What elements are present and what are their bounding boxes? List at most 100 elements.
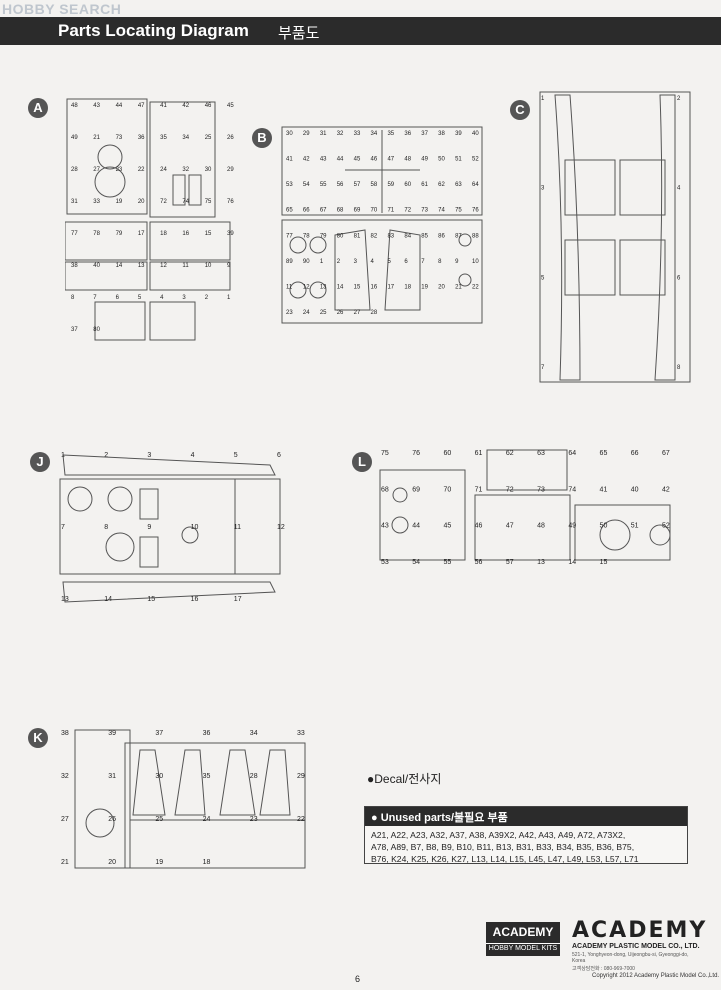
part-number-label: 68 <box>381 486 389 493</box>
part-number-label: 40 <box>631 486 639 493</box>
part-number-label: 73 <box>421 208 428 214</box>
part-number-label: 4 <box>160 295 164 301</box>
part-number-label: 60 <box>404 182 411 188</box>
part-number-label: 41 <box>600 486 608 493</box>
part-number-label: 16 <box>182 231 189 237</box>
part-number-label: 35 <box>160 135 167 141</box>
part-number-label: 23 <box>116 167 123 173</box>
part-number-label: 17 <box>138 231 145 237</box>
part-number-label: 72 <box>160 199 167 205</box>
academy-company-logo: ACADEMY ACADEMY PLASTIC MODEL CO., LTD. … <box>572 918 708 972</box>
part-number-label: 66 <box>303 208 310 214</box>
part-number-label: 40 <box>472 131 479 137</box>
part-number-label: 34 <box>250 730 258 737</box>
unused-line: A21, A22, A23, A32, A37, A38, A39X2, A42… <box>371 830 626 840</box>
part-number-label: 1 <box>227 295 231 301</box>
part-number-label: 49 <box>71 135 78 141</box>
part-number-label: 11 <box>286 284 293 290</box>
part-number-label: 13 <box>320 284 327 290</box>
part-number-label: 26 <box>108 816 116 823</box>
part-number-label: 47 <box>138 103 145 109</box>
part-number-label: 36 <box>138 135 145 141</box>
part-number-label: 39 <box>108 730 116 737</box>
part-number-label: 67 <box>662 450 670 457</box>
part-number-label: 27 <box>61 816 69 823</box>
page-title-kr: 부품도 <box>278 25 320 42</box>
part-number-label: 26 <box>337 310 344 316</box>
part-number-label: 7 <box>421 259 425 265</box>
part-number-label: 35 <box>387 131 394 137</box>
part-number-label: 38 <box>438 131 445 137</box>
copyright: Copyright 2012 Academy Plastic Model Co.… <box>592 973 720 979</box>
part-number-label: 33 <box>93 199 100 205</box>
part-number-label: 3 <box>182 295 186 301</box>
part-number-label: 90 <box>303 259 310 265</box>
part-number-label: 74 <box>182 199 189 205</box>
part-number-label: 49 <box>421 157 428 163</box>
part-number-label: 25 <box>205 135 212 141</box>
part-number-label: 63 <box>455 182 462 188</box>
part-number-label: 85 <box>421 233 428 239</box>
part-number-label: 1 <box>61 452 65 459</box>
part-number-label: 21 <box>61 859 69 866</box>
part-number-label: 76 <box>472 208 479 214</box>
part-number-label: 62 <box>506 450 514 457</box>
part-number-label: 75 <box>455 208 462 214</box>
part-number-label: 72 <box>506 486 514 493</box>
sprue-badge-c: C <box>510 100 530 120</box>
part-number-label: 32 <box>337 131 344 137</box>
part-number-label: 39 <box>227 231 234 237</box>
logo-right-addr: 521-1, Yonghyeon-dong, Uijeongbu-si, Gye… <box>572 952 689 964</box>
logo-right-top: ACADEMY <box>572 918 708 943</box>
part-number-label: 46 <box>205 103 212 109</box>
part-number-label: 3 <box>541 186 545 192</box>
part-number-label: 41 <box>160 103 167 109</box>
part-number-label: 17 <box>387 284 394 290</box>
part-number-label: 20 <box>108 859 116 866</box>
part-number-label: 2 <box>205 295 209 301</box>
part-number-label: 8 <box>438 259 442 265</box>
part-number-label: 71 <box>387 208 394 214</box>
part-number-label: 14 <box>337 284 344 290</box>
part-number-label: 38 <box>71 263 78 269</box>
part-number-label: 21 <box>455 284 462 290</box>
decal-label: ●Decal/전사지 <box>367 772 442 786</box>
part-number-label: 13 <box>537 559 545 566</box>
unused-line: A78, A89, B7, B8, B9, B10, B11, B13, B31… <box>371 842 635 852</box>
part-number-label: 41 <box>286 157 293 163</box>
part-number-label: 37 <box>71 327 78 333</box>
part-number-label: 18 <box>160 231 167 237</box>
part-number-label: 67 <box>320 208 327 214</box>
part-number-label: 9 <box>147 524 151 531</box>
part-number-label: 1 <box>541 96 545 102</box>
part-number-label: 45 <box>443 523 451 530</box>
part-number-label: 59 <box>387 182 394 188</box>
part-number-label: 55 <box>443 559 451 566</box>
part-number-label: 38 <box>61 730 69 737</box>
part-number-label: 19 <box>155 859 163 866</box>
part-number-label: 82 <box>371 233 378 239</box>
part-number-label: 84 <box>404 233 411 239</box>
part-number-label: 48 <box>71 103 78 109</box>
part-number-label: 30 <box>286 131 293 137</box>
part-number-label: 6 <box>404 259 408 265</box>
part-number-label: 34 <box>371 131 378 137</box>
part-number-label: 33 <box>354 131 361 137</box>
watermark: HOBBY SEARCH <box>2 1 122 17</box>
part-number-label: 26 <box>227 135 234 141</box>
part-number-label: 4 <box>191 452 195 459</box>
part-number-label: 20 <box>438 284 445 290</box>
part-number-label: 43 <box>320 157 327 163</box>
part-number-label: 36 <box>404 131 411 137</box>
part-number-label: 79 <box>320 233 327 239</box>
part-number-label: 12 <box>303 284 310 290</box>
part-number-label: 69 <box>412 486 420 493</box>
logo-left-bottom: HOBBY MODEL KITS <box>486 943 560 952</box>
part-number-label: 24 <box>203 816 211 823</box>
part-number-label: 52 <box>662 523 670 530</box>
part-number-label: 79 <box>116 231 123 237</box>
part-number-label: 43 <box>381 523 389 530</box>
part-number-label: 6 <box>677 275 681 281</box>
